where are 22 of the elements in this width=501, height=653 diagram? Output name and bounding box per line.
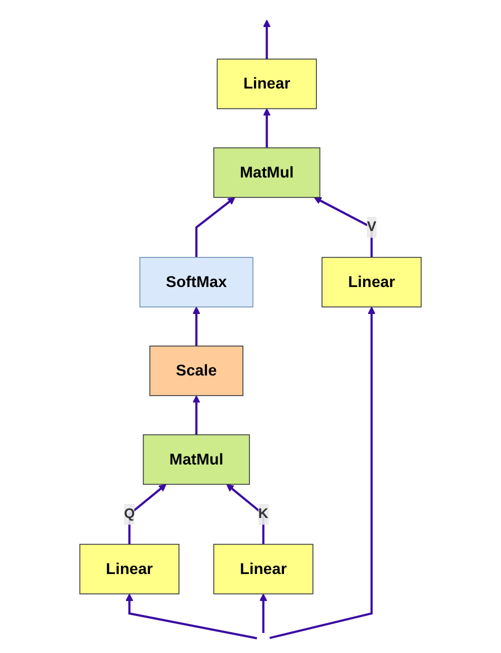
edge-label: K: [258, 506, 268, 522]
arrow: [195, 197, 236, 258]
arrow: [126, 594, 258, 640]
arrow: [260, 594, 268, 633]
arrow: [192, 395, 200, 435]
node-box: Linear: [213, 544, 314, 594]
node-box: Linear: [79, 544, 180, 594]
arrow: [262, 20, 271, 60]
node-box: Scale: [149, 346, 244, 396]
node-box: SoftMax: [139, 256, 254, 308]
node-box: MatMul: [142, 434, 250, 485]
arrow: [128, 484, 166, 544]
arrow: [262, 108, 271, 148]
edge-label: Q: [124, 506, 135, 522]
edge-label: V: [366, 220, 376, 234]
node-box: Linear: [322, 256, 422, 308]
arrow: [226, 484, 264, 544]
node-box: MatMul: [213, 147, 320, 198]
arrow: [269, 306, 376, 640]
arrow: [192, 306, 200, 346]
arrow: [314, 197, 373, 258]
node-box: Linear: [216, 58, 317, 110]
